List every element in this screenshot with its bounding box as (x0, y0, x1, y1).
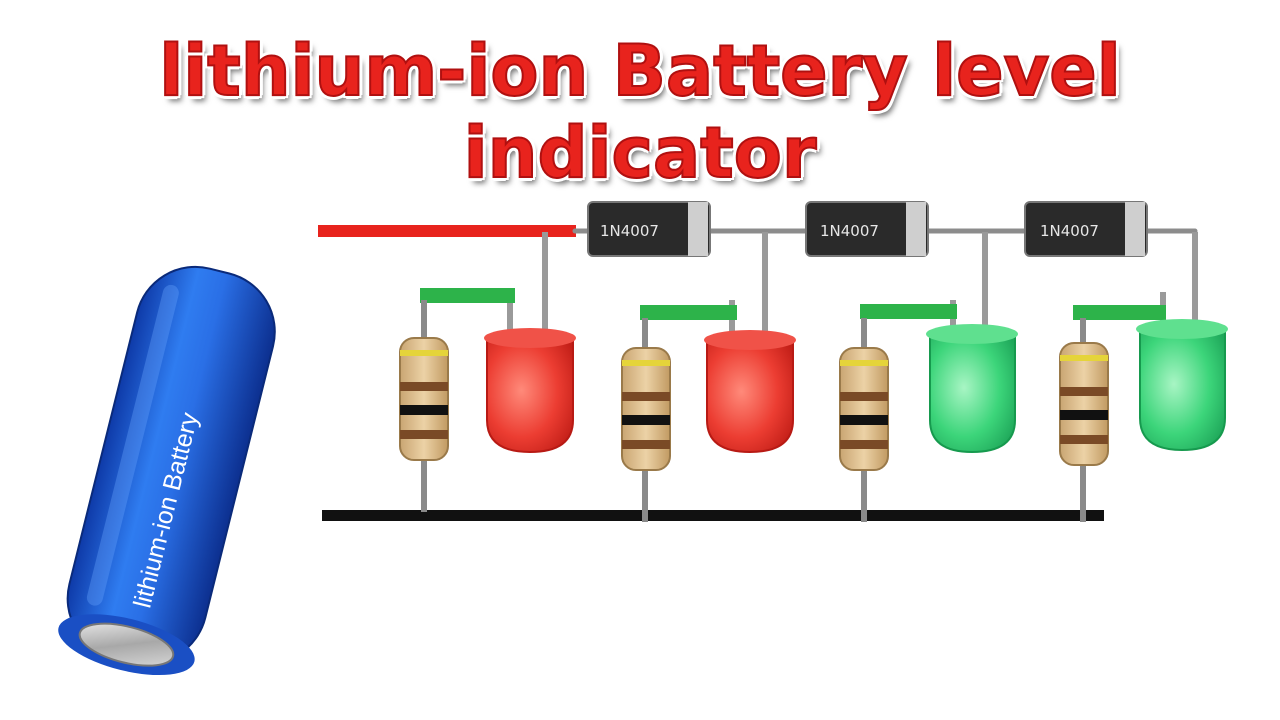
led-2-red (704, 330, 796, 454)
ground-wire (322, 510, 1104, 521)
diode-2: 1N4007 (805, 201, 929, 257)
positive-wire (316, 223, 578, 239)
diode-3: 1N4007 (1024, 201, 1148, 257)
link-wire-3 (860, 304, 957, 319)
link-wire-4 (1073, 305, 1166, 320)
resistor-4 (1059, 342, 1109, 466)
branch-1 (399, 232, 576, 512)
diode-3-label: 1N4007 (1040, 222, 1099, 240)
link-wire-2 (640, 305, 737, 320)
branch-3 (839, 232, 1018, 522)
resistor-2 (621, 347, 671, 471)
lithium-ion-battery: lithium-ion Battery (58, 265, 276, 676)
link-wire-1 (420, 288, 515, 303)
led-3-green (926, 324, 1018, 454)
led-1-red (484, 328, 576, 454)
diagram-title: lithium-ion Battery level indicator (158, 29, 1121, 195)
diode-1: 1N4007 (587, 201, 711, 257)
resistor-3 (839, 347, 889, 471)
resistor-1 (399, 337, 449, 461)
diode-1-label: 1N4007 (600, 222, 659, 240)
diode-2-label: 1N4007 (820, 222, 879, 240)
branch-2 (621, 232, 796, 522)
battery-terminal-cap (78, 622, 175, 667)
led-4-green (1136, 319, 1228, 452)
branch-4 (1059, 232, 1228, 522)
